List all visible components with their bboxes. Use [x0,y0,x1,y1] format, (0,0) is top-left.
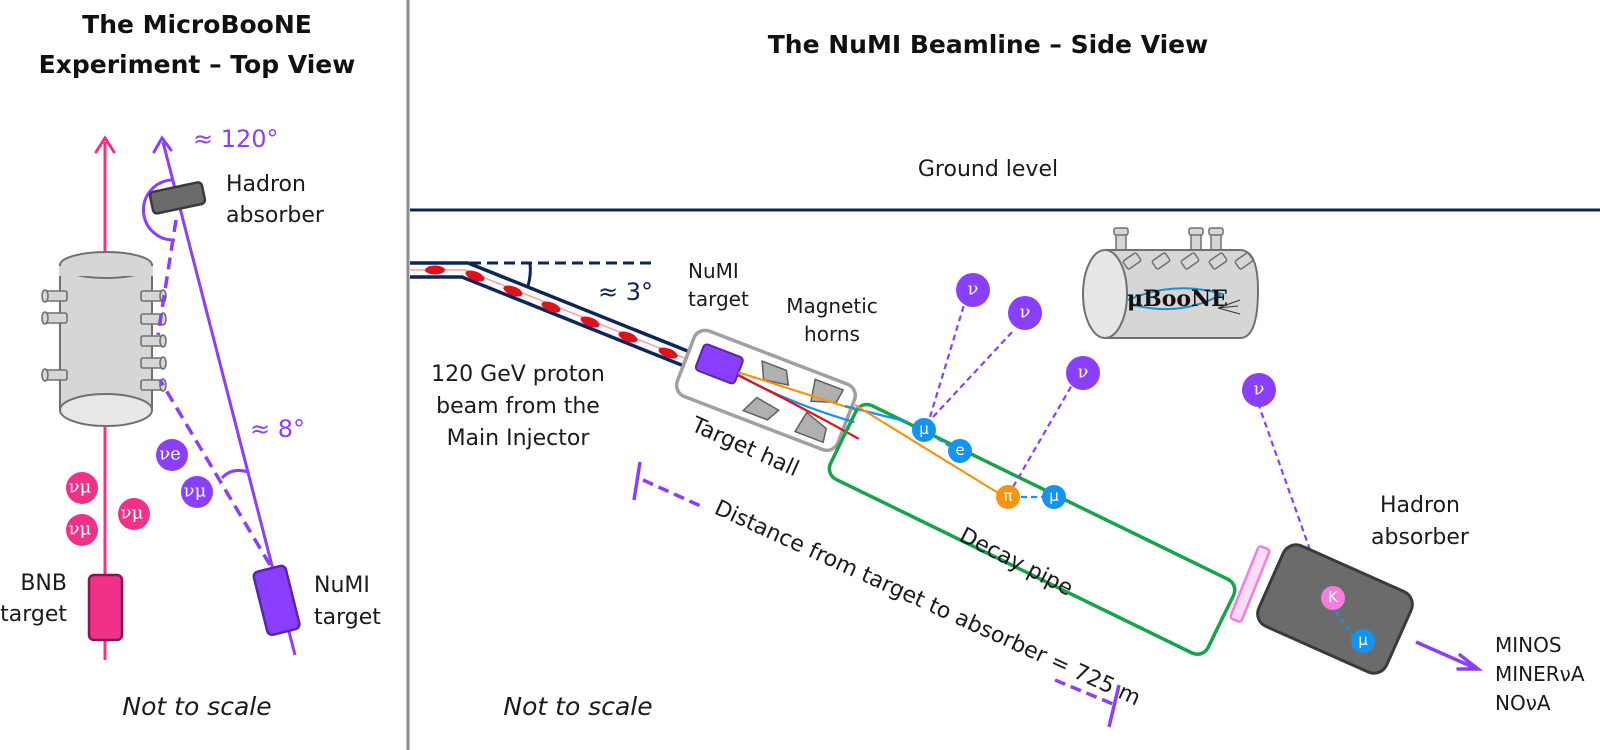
svg-text:π: π [1003,487,1012,505]
neutrino-bubble-bnb: νμ [118,498,150,530]
angle-3-arc [526,262,532,287]
kaon-bubble: K [1321,586,1345,610]
svg-text:νμ: νμ [69,477,92,498]
neutrino-bubble-numi-e: νe [156,439,188,471]
target-hall [674,328,860,453]
muon-bubble: μ [1351,629,1375,653]
numi-target-topview [252,564,301,637]
neutrino-bubble-bnb: νμ [66,514,98,546]
microboone-detector-sideview: μBooNE [1082,227,1260,339]
hadron-absorber-label-line1: Hadron [1380,493,1460,518]
numi-target-label-line1: NuMI [688,259,739,283]
neutrino-bubble-bnb: νμ [66,472,98,504]
proton-beam-label-line2: beam from the [436,394,600,419]
svg-text:νμ: νμ [121,503,144,524]
svg-text:ν: ν [968,279,979,300]
bnb-target [87,573,124,642]
svg-text:μ: μ [919,420,929,438]
svg-text:K: K [1328,588,1339,606]
microboone-detector-topview [41,251,167,427]
downstream-experiment-nova: NOνA [1495,691,1551,715]
distance-dimension-line [632,461,1121,728]
proton-beam-pipe [410,261,701,372]
angle-3-label: ≈ 3° [598,278,653,306]
neutrino-bubble: ν [956,273,990,307]
proton-bunches [425,265,678,359]
muon-monitor [1229,545,1271,623]
left-title-line1: The MicroBooNE [82,10,312,39]
neutrino-bubble-numi-mu: νμ [181,476,213,508]
hadron-absorber-label-line2: absorber [1371,525,1470,550]
neutrino-bubble: ν [1066,356,1100,390]
hadron-absorber-topview [148,181,207,215]
svg-text:μ: μ [1049,487,1059,505]
pion-bubble: π [996,485,1020,509]
svg-text:ν: ν [1078,362,1089,383]
neutrino-bubble: ν [1008,296,1042,330]
svg-text:νμ: νμ [69,519,92,540]
left-footnote: Not to scale [122,692,271,721]
downstream-experiment-minos: MINOS [1495,633,1562,657]
proton-beam-label-line1: 120 GeV proton [431,362,605,387]
right-title: The NuMI Beamline – Side View [768,30,1209,59]
neutrino-bubble: ν [1242,373,1276,407]
microboone-logo: μBooNE [1127,286,1228,312]
ground-level-label: Ground level [918,157,1058,182]
hadron-absorber-label-line2: absorber [226,203,325,228]
proton-beam-label-line3: Main Injector [447,426,591,451]
downstream-experiment-minerva: MINERνA [1495,662,1585,686]
hadron-absorber-label-line1: Hadron [226,172,306,197]
distance-label: Distance from target to absorber = 725 m [711,496,1145,712]
right-panel: The NuMI Beamline – Side View Ground lev… [410,30,1600,728]
svg-text:e: e [955,441,964,459]
pion-track [854,404,1004,497]
numi-target-label-line2: target [314,605,381,630]
magnetic-horns [741,359,845,444]
bnb-arrow-icon [94,135,116,154]
svg-text:νμ: νμ [184,481,207,502]
numi-target-label-line1: NuMI [314,573,370,598]
svg-text:ν: ν [1254,379,1265,400]
numi-arrow-icon [152,135,173,154]
microboone-logo-swoosh [1127,287,1225,311]
bnb-target-label-line2: target [0,602,67,627]
angle-8-label: ≈ 8° [250,415,305,443]
bnb-target-label-line1: BNB [20,571,67,596]
electron-bubble: e [948,439,972,463]
svg-text:νe: νe [159,444,181,465]
muon-bubble: μ [912,418,936,442]
decay-pipe [827,402,1237,656]
left-panel: The MicroBooNE Experiment – Top View [0,10,381,721]
numi-target-label-line2: target [688,287,749,311]
muon-track [844,404,909,424]
left-title-line2: Experiment – Top View [39,50,356,79]
decay-pipe-label: Decay pipe [955,523,1077,601]
magnetic-horns-label-line2: horns [804,322,860,346]
right-footnote: Not to scale [503,692,652,721]
beam-exit-arrowhead-icon [1456,653,1484,671]
muon-bubble: μ [1042,485,1066,509]
beam-exit-arrow [1415,640,1476,670]
svg-text:μ: μ [1358,631,1368,649]
svg-text:ν: ν [1020,302,1031,323]
angle-120-label: ≈ 120° [193,125,279,153]
magnetic-horns-label-line1: Magnetic [786,294,878,318]
